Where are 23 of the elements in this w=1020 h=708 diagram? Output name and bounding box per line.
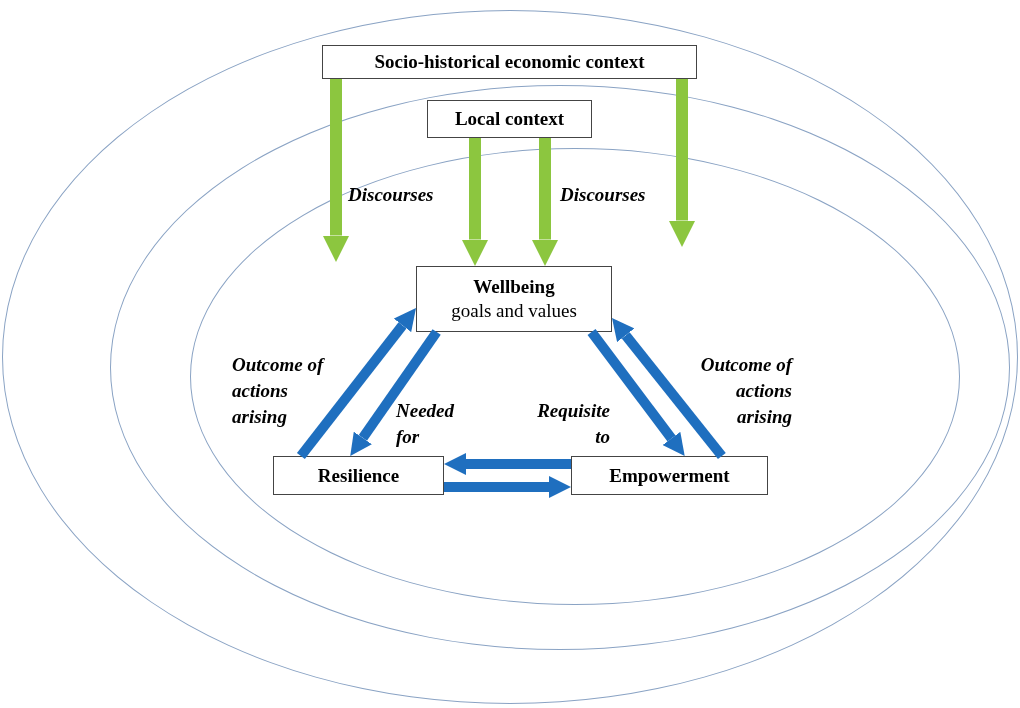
concept-box: Empowerment <box>571 456 768 495</box>
edge-label: Requisite to <box>536 399 610 449</box>
arrow <box>668 79 696 247</box>
arrow <box>296 308 416 460</box>
concept-box: Resilience <box>273 456 444 495</box>
concept-box: Wellbeing goals and values <box>416 266 612 332</box>
arrow <box>444 453 571 475</box>
edge-label: Outcome of actions arising <box>232 353 326 429</box>
edge-label: Discourses <box>560 183 647 207</box>
edge-label: Outcome of actions arising <box>699 353 792 429</box>
concept-box: Local context <box>427 100 592 138</box>
arrow <box>350 329 441 456</box>
arrow <box>587 329 685 456</box>
context-ellipse <box>190 148 960 605</box>
arrow <box>322 79 350 262</box>
context-ellipse <box>110 85 1010 650</box>
arrow <box>461 138 489 266</box>
arrow <box>612 318 726 460</box>
concept-box: Socio-historical economic context <box>322 45 697 79</box>
arrow <box>444 476 571 498</box>
edge-label: Needed for <box>396 399 456 449</box>
arrow <box>531 138 559 266</box>
edge-label: Discourses <box>348 183 435 207</box>
